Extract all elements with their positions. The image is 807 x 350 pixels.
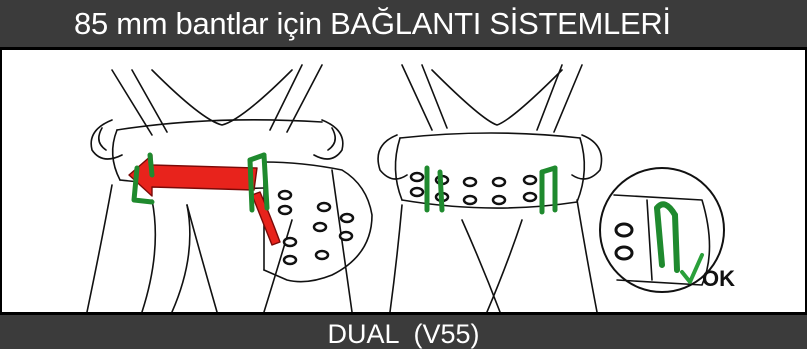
- middle-belt-grommets: [411, 173, 536, 204]
- footer-bar: DUAL (V55): [0, 312, 807, 349]
- model-label: DUAL (V55): [0, 319, 807, 350]
- figure-title: 85 mm bantlar için BAĞLANTI SİSTEMLERİ: [74, 6, 671, 42]
- ok-label: OK: [702, 266, 735, 291]
- title-bar: 85 mm bantlar için BAĞLANTI SİSTEMLERİ: [0, 0, 807, 50]
- harness-illustration: OK: [0, 50, 807, 312]
